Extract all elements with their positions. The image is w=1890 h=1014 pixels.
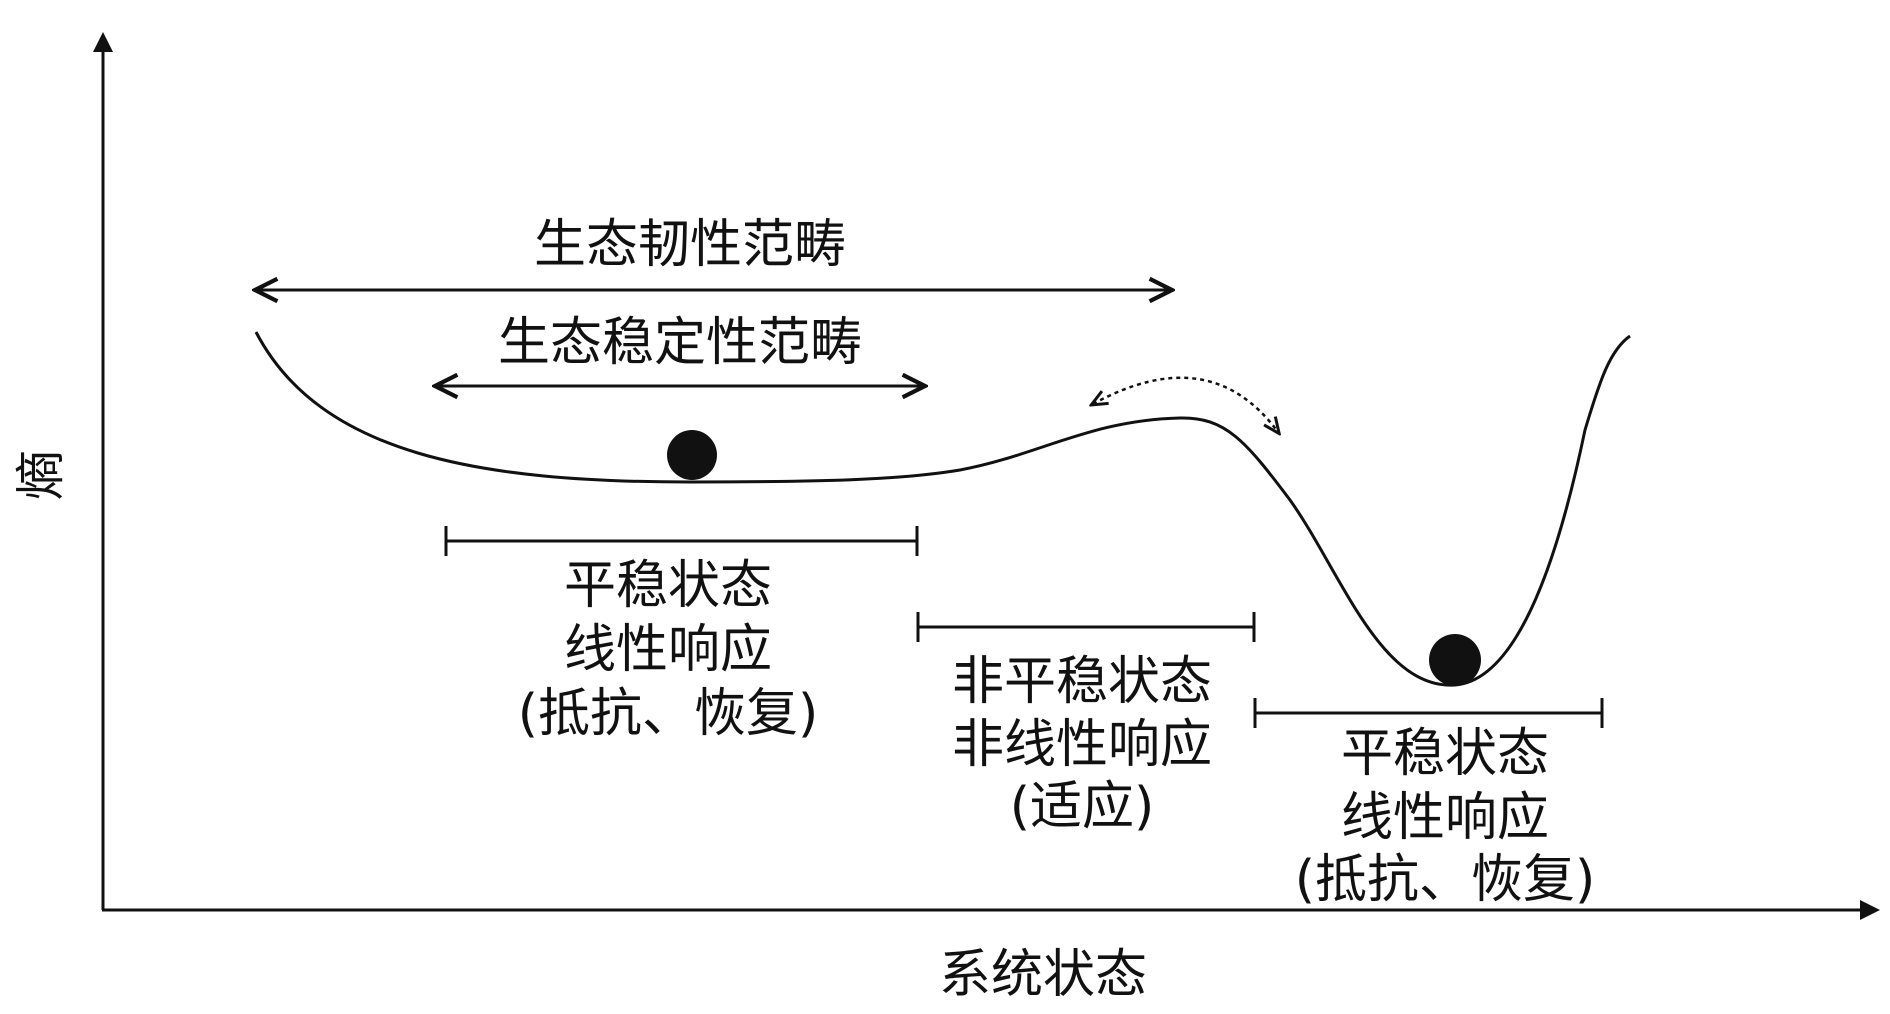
region-right-line-3: (抵抗、恢复) bbox=[1295, 850, 1596, 910]
region-left-text: 平稳状态 线性响应 (抵抗、恢复) bbox=[518, 556, 819, 744]
stability-domain-label: 生态稳定性范畴 bbox=[498, 313, 862, 373]
region-middle-text: 非平稳状态 非线性响应 (适应) bbox=[952, 652, 1212, 837]
region-left-line-1: 平稳状态 bbox=[564, 556, 772, 616]
region-middle-line-1: 非平稳状态 bbox=[952, 652, 1212, 712]
region-middle-line-2: 非线性响应 bbox=[952, 715, 1212, 775]
region-left-line-2: 线性响应 bbox=[564, 620, 772, 680]
region-right-text: 平稳状态 线性响应 (抵抗、恢复) bbox=[1295, 724, 1596, 910]
region-right-line-1: 平稳状态 bbox=[1341, 724, 1549, 784]
axes bbox=[93, 32, 1880, 920]
region-right-line-2: 线性响应 bbox=[1341, 788, 1549, 848]
region-middle-line-3: (适应) bbox=[1010, 777, 1155, 837]
ball-left bbox=[667, 430, 717, 480]
resilience-domain-label: 生态韧性范畴 bbox=[534, 215, 846, 275]
x-axis-label: 系统状态 bbox=[939, 945, 1147, 1005]
y-axis-label: 熵 bbox=[12, 450, 70, 500]
region-bracket-left bbox=[444, 526, 919, 556]
region-bracket-right bbox=[1253, 698, 1604, 728]
ball-right bbox=[1429, 634, 1481, 686]
region-left-line-3: (抵抗、恢复) bbox=[518, 684, 819, 744]
region-bracket-middle bbox=[916, 612, 1256, 642]
